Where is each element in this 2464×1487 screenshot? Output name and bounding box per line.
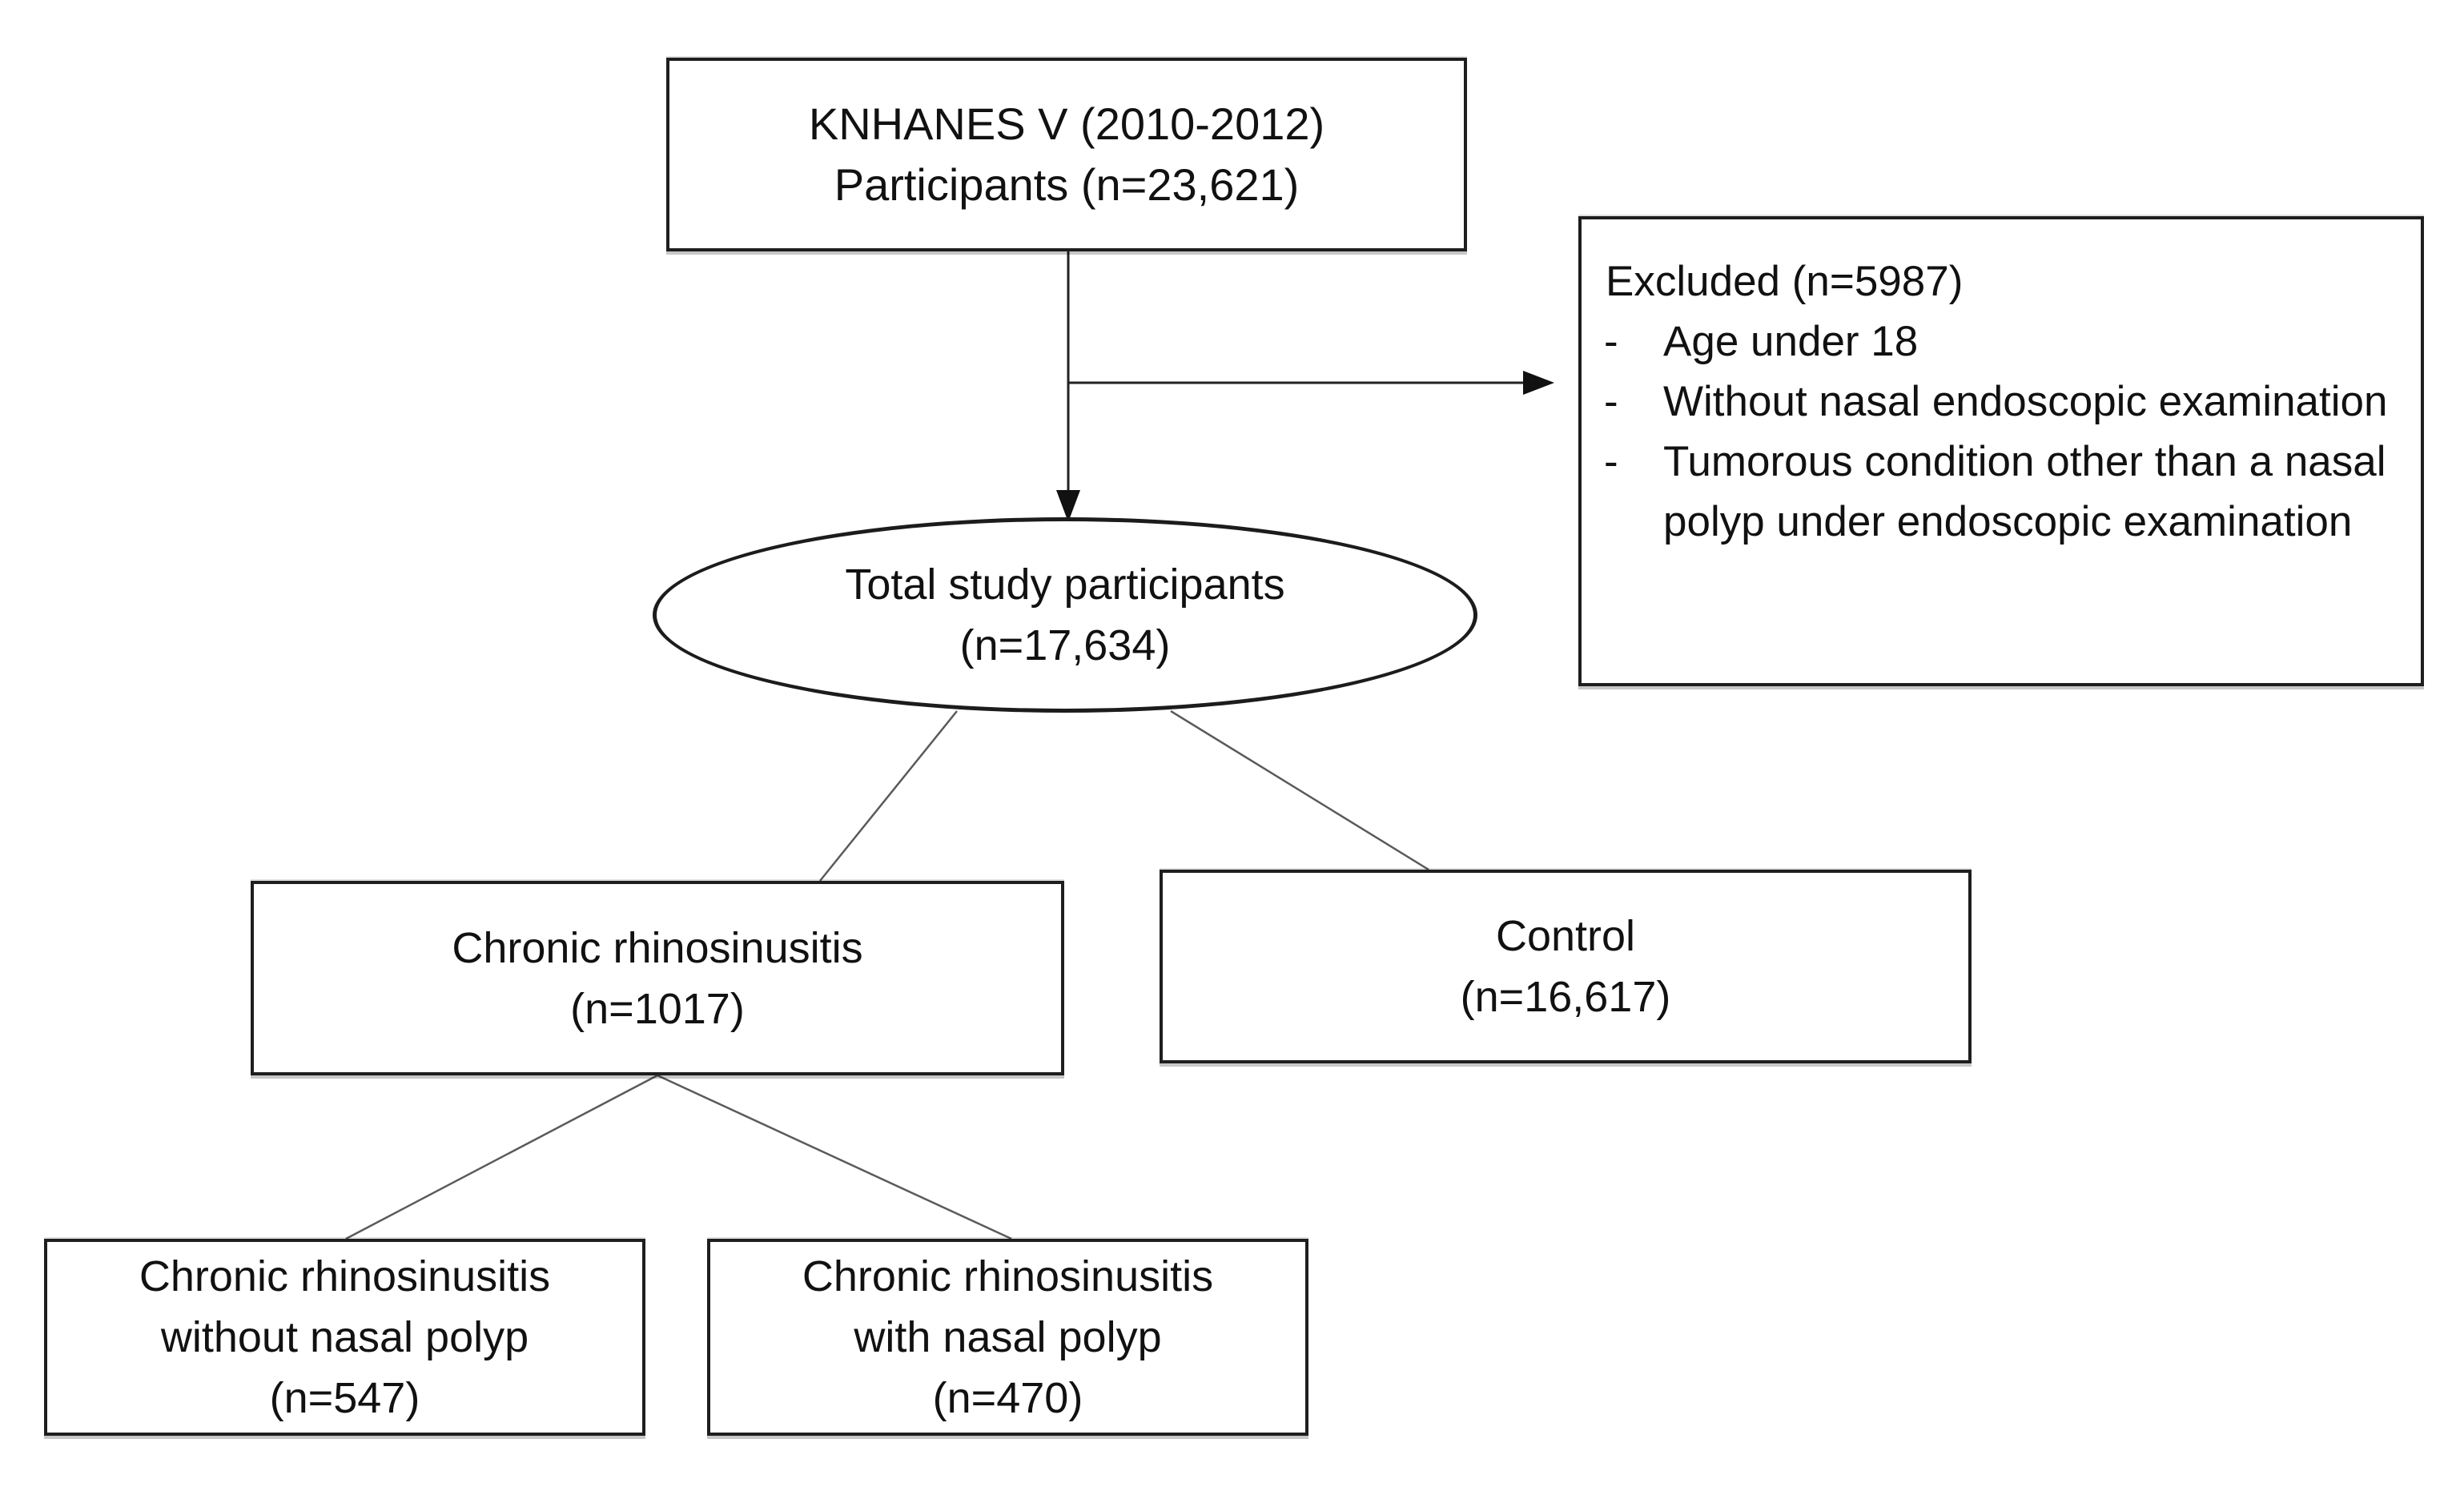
excluded-title: Excluded (n=5987) <box>1606 258 1964 305</box>
total-line-1: Total study participants <box>845 561 1285 609</box>
crs-line-1: Chronic rhinosinusitis <box>452 923 863 972</box>
crs-with-polyp-box: Chronic rhinosinusitis with nasal polyp … <box>707 1239 1308 1436</box>
connector-crs-to-with-polyp <box>657 1074 1012 1240</box>
arrowhead-down-icon <box>1056 490 1080 522</box>
crswo-line-3: (n=547) <box>269 1374 420 1422</box>
crs-line-2: (n=1017) <box>570 984 745 1033</box>
bullet-dash: - <box>1604 318 1618 365</box>
arrowhead-right-icon <box>1523 371 1554 395</box>
crs-without-polyp-box: Chronic rhinosinusitis without nasal pol… <box>44 1239 645 1436</box>
crsw-line-3: (n=470) <box>932 1374 1083 1422</box>
control-line-2: (n=16,617) <box>1460 973 1671 1021</box>
excluded-item-text: Age under 18 <box>1663 318 1919 365</box>
knhanes-source-box: KNHANES V (2010-2012) Participants (n=23… <box>666 58 1467 251</box>
crsw-line-1: Chronic rhinosinusitis <box>802 1252 1214 1300</box>
source-line-1: KNHANES V (2010-2012) <box>808 98 1325 149</box>
connector-total-to-control <box>1170 709 1429 871</box>
excluded-item: - Without nasal endoscopic examination <box>1604 372 2402 432</box>
excluded-item: - Age under 18 <box>1604 311 2402 372</box>
control-box: Control (n=16,617) <box>1160 870 1972 1063</box>
connector-total-to-crs <box>819 710 958 882</box>
bullet-dash: - <box>1604 378 1618 425</box>
excluded-box: Excluded (n=5987) - Age under 18 - Witho… <box>1578 216 2424 686</box>
excluded-item: - Tumorous condition other than a nasal … <box>1604 432 2402 552</box>
source-line-2: Participants (n=23,621) <box>834 159 1300 210</box>
bullet-dash: - <box>1604 438 1618 485</box>
crswo-line-1: Chronic rhinosinusitis <box>139 1252 551 1300</box>
crswo-line-2: without nasal polyp <box>160 1313 529 1361</box>
total-participants-ellipse: Total study participants (n=17,634) <box>653 517 1477 713</box>
crsw-line-2: with nasal polyp <box>854 1313 1162 1361</box>
control-line-1: Control <box>1495 912 1636 960</box>
excluded-item-text: Without nasal endoscopic examination <box>1663 378 2388 425</box>
connector-crs-to-without-polyp <box>345 1074 658 1240</box>
chronic-rhinosinusitis-box: Chronic rhinosinusitis (n=1017) <box>251 881 1064 1075</box>
excluded-item-text: Tumorous condition other than a nasal po… <box>1663 438 2386 545</box>
total-line-2: (n=17,634) <box>959 621 1171 669</box>
